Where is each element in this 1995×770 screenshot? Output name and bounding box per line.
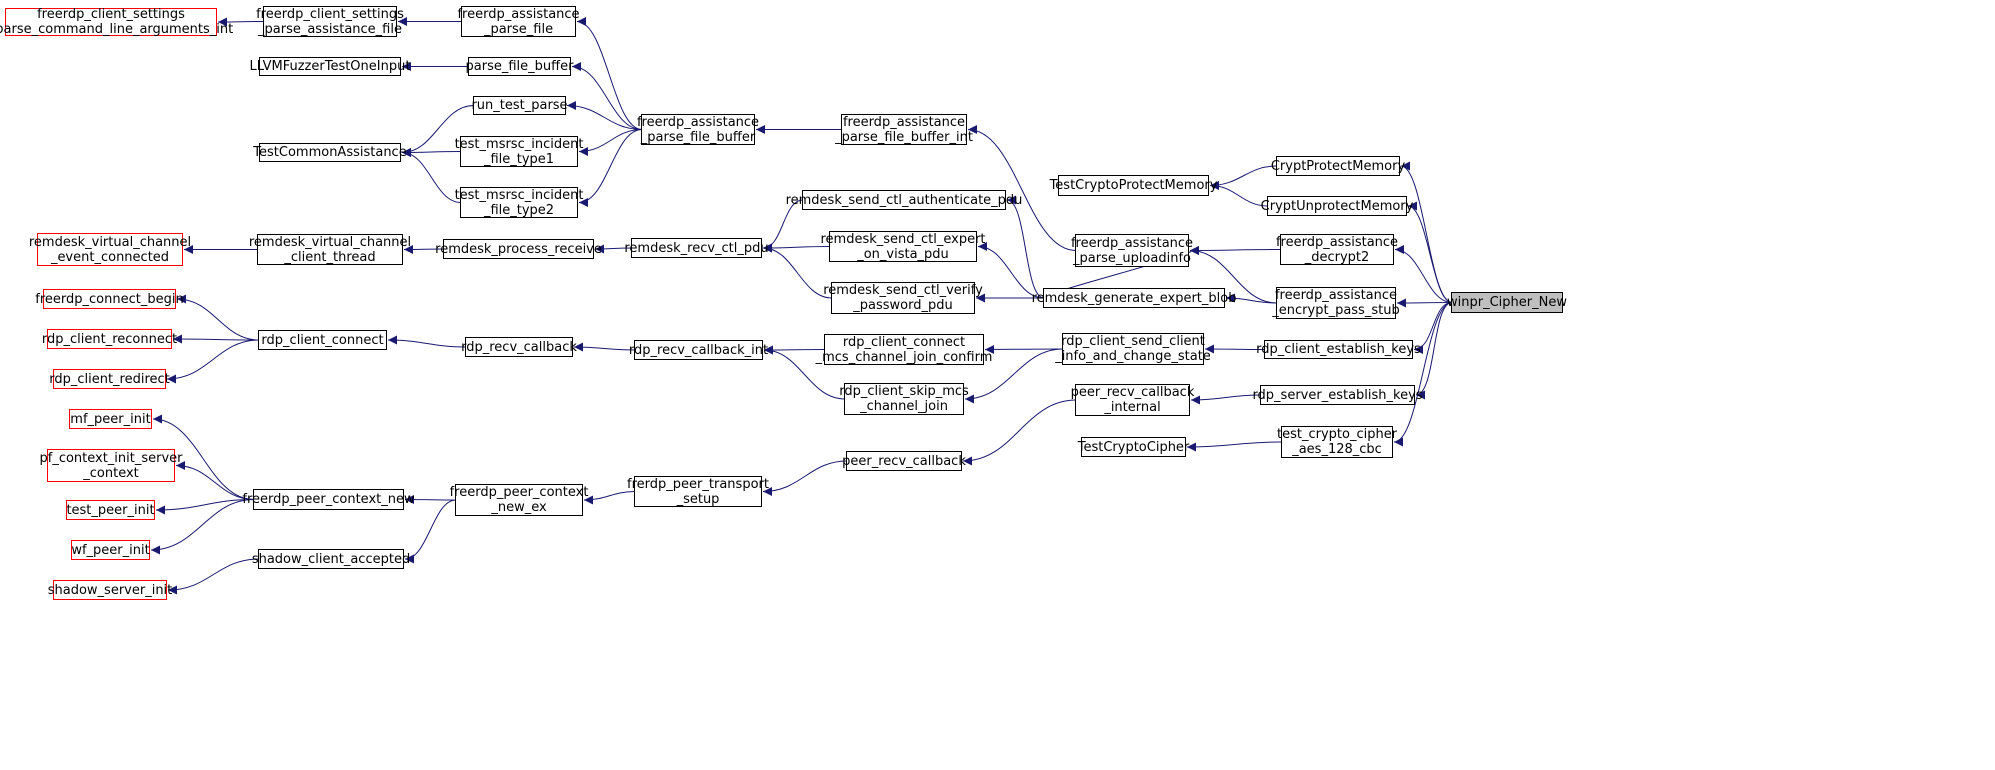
edge-remdesk-gen-blob-to-remdesk-send-auth [1006, 195, 1045, 299]
edge-rdp-recv-callback-int-to-rdp-recv-callback [573, 342, 636, 352]
node-run-test-parse[interactable]: run_test_parse [471, 96, 568, 115]
edge-rdp-recv-callback-to-rdp-client-connect [387, 335, 467, 348]
node-test-common-assist[interactable]: TestCommonAssistance [253, 143, 407, 162]
node-shadow-server-init[interactable]: shadow_server_init [48, 580, 172, 600]
edge-rdp-client-connect-to-rdp-client-redirect [166, 339, 260, 384]
edge-fa-encrypt-pass-to-remdesk-gen-blob [1225, 293, 1278, 304]
node-peer-recv-cb-internal[interactable]: peer_recv_callback _internal [1070, 384, 1195, 416]
edge-crypt-unprotect-to-test-crypto-protect [1209, 181, 1269, 207]
node-rdp-client-reconnect[interactable]: rdp_client_reconnect [42, 329, 177, 349]
node-pf-context-init[interactable]: pf_context_init_server _context [39, 449, 183, 482]
node-remdesk-process-receive[interactable]: remdesk_process_receive [435, 239, 602, 259]
node-wf-peer-init[interactable]: wf_peer_init [71, 540, 150, 560]
node-parse-file-buffer[interactable]: parse_file_buffer [465, 57, 574, 76]
node-rdp-recv-callback[interactable]: rdp_recv_callback [461, 337, 577, 357]
node-fa-encrypt-pass[interactable]: freerdp_assistance _encrypt_pass_stub [1272, 287, 1400, 319]
node-fa-parse-file-buffer[interactable]: freerdp_assistance _parse_file_buffer [636, 114, 760, 145]
node-rdp-client-connect[interactable]: rdp_client_connect [258, 330, 387, 350]
node-mf-peer-init[interactable]: mf_peer_init [69, 409, 152, 429]
node-remdesk-vc-thread[interactable]: remdesk_virtual_channel _client_thread [248, 234, 412, 265]
edge-winpr-cipher-new-to-rdp-server-establish [1415, 302, 1453, 400]
edge-fa-parse-file-buffer-to-fa-parse-file [576, 17, 643, 130]
edge-fa-encrypt-pass-to-fa-parse-uploadinfo [1189, 246, 1278, 304]
node-remdesk-gen-blob[interactable]: remdesk_generate_expert_blob [1032, 288, 1236, 308]
node-rdp-client-send-info[interactable]: rdp_client_send_client _info_and_change_… [1055, 333, 1211, 365]
edge-fa-parse-file-buffer-to-run-test-parse [566, 101, 643, 130]
node-test-msrsc1[interactable]: test_msrsc_incident _file_type1 [454, 136, 584, 167]
node-fa-parse-file[interactable]: freerdp_assistance _parse_file [457, 6, 580, 37]
edge-remdesk-recv-ctl-to-remdesk-process-receive [594, 244, 633, 254]
edge-fa-parse-file-buffer-to-test-msrsc1 [578, 129, 643, 156]
edge-remdesk-process-receive-to-remdesk-vc-thread [403, 244, 445, 254]
node-remdesk-send-verify[interactable]: remdesk_send_ctl_verify _password_pdu [823, 282, 983, 314]
edge-fa-decrypt2-to-fa-parse-uploadinfo [1189, 245, 1282, 255]
edge-remdesk-send-verify-to-remdesk-recv-ctl [762, 243, 833, 299]
edge-rdp-client-skip-mcs-to-rdp-recv-callback-int [763, 345, 846, 400]
node-fcs-assist[interactable]: freerdp_client_settings _parse_assistanc… [256, 6, 404, 37]
edge-crypt-protect-to-test-crypto-protect [1209, 165, 1278, 190]
edge-winpr-cipher-new-to-test-crypto-cipher-aes [1393, 302, 1453, 447]
edge-fcs-assist-to-fcs-cmdline [217, 17, 265, 27]
edge-test-crypto-cipher-aes-to-test-crypto-cipher-prog [1186, 441, 1283, 452]
node-winpr-cipher-new: winpr_Cipher_New [1447, 292, 1567, 313]
node-freerdp-peer-ctx-new[interactable]: freerdp_peer_context_new [242, 489, 415, 510]
node-rdp-client-redirect[interactable]: rdp_client_redirect [49, 369, 170, 389]
edge-winpr-cipher-new-to-crypt-unprotect [1407, 201, 1453, 303]
edge-winpr-cipher-new-to-fa-decrypt2 [1394, 245, 1453, 303]
node-fa-decrypt2[interactable]: freerdp_assistance _decrypt2 [1275, 234, 1399, 265]
edge-fa-parse-file-buffer-to-parse-file-buffer [571, 62, 643, 130]
edge-peer-recv-callback-to-freerdp-peer-transport [762, 460, 848, 496]
node-fa-parse-uploadinfo[interactable]: freerdp_assistance _parse_uploadinfo [1070, 234, 1194, 267]
node-test-crypto-cipher-aes[interactable]: test_crypto_cipher _aes_128_cbc [1276, 426, 1398, 458]
edge-winpr-cipher-new-to-rdp-client-establish [1413, 302, 1453, 354]
edge-remdesk-gen-blob-to-remdesk-send-expert [977, 242, 1045, 299]
edge-peer-recv-cb-internal-to-peer-recv-callback [962, 399, 1077, 466]
node-rdp-client-skip-mcs[interactable]: rdp_client_skip_mcs _channel_join [839, 383, 969, 415]
edge-freerdp-peer-ctx-new-to-pf-context-init [175, 461, 255, 500]
node-crypt-unprotect[interactable]: CryptUnprotectMemory [1261, 196, 1413, 216]
edge-rdp-server-establish-to-peer-recv-cb-internal [1190, 394, 1262, 405]
edge-freerdp-peer-ctx-new-ex-to-shadow-client-accepted [404, 499, 457, 564]
node-test-msrsc2[interactable]: test_msrsc_incident _file_type2 [454, 187, 584, 218]
edge-rdp-client-establish-to-rdp-client-send-info [1204, 344, 1266, 354]
edge-freerdp-peer-ctx-new-to-test-peer-init [155, 499, 255, 515]
node-llvm-fuzzer[interactable]: LLVMFuzzerTestOneInput [249, 57, 411, 76]
edge-fa-parse-uploadinfo-to-fa-parse-file-buffer-int [967, 125, 1077, 251]
node-remdesk-send-auth[interactable]: remdesk_send_ctl_authenticate_pdu [786, 190, 1022, 210]
node-shadow-client-accepted[interactable]: shadow_client_accepted [252, 549, 410, 569]
edge-winpr-cipher-new-to-fa-encrypt-pass [1396, 298, 1453, 308]
edge-test-msrsc2-to-test-common-assist [401, 148, 462, 203]
node-remdesk-send-expert[interactable]: remdesk_send_ctl_expert _on_vista_pdu [820, 231, 986, 262]
edge-rdp-client-connect-to-rdp-client-reconnect [172, 334, 260, 344]
node-crypt-protect[interactable]: CryptProtectMemory [1271, 156, 1405, 176]
node-freerdp-peer-transport[interactable]: frerdp_peer_transport _setup [627, 476, 769, 507]
edge-winpr-cipher-new-to-crypt-protect [1400, 161, 1453, 303]
node-remdesk-recv-ctl[interactable]: remdesk_recv_ctl_pdu [624, 238, 769, 258]
node-test-crypto-protect[interactable]: TestCryptoProtectMemory [1050, 175, 1217, 196]
node-fa-parse-file-buffer-int[interactable]: freerdp_assistance _parse_file_buffer_in… [835, 114, 973, 145]
edge-freerdp-peer-ctx-new-to-wf-peer-init [150, 499, 255, 555]
edge-fa-parse-file-buffer-to-test-msrsc2 [578, 129, 643, 207]
node-freerdp-connect-begin[interactable]: freerdp_connect_begin [35, 289, 184, 309]
node-fcs-cmdline[interactable]: freerdp_client_settings _parse_command_l… [0, 7, 234, 37]
node-rdp-client-connect-mcs[interactable]: rdp_client_connect _mcs_channel_join_con… [815, 334, 993, 365]
edge-freerdp-peer-ctx-new-to-mf-peer-init [152, 414, 255, 500]
node-rdp-server-establish[interactable]: rdp_server_establish_keys [1252, 385, 1423, 405]
node-rdp-client-establish[interactable]: rdp_client_establish_keys [1256, 340, 1421, 359]
node-peer-recv-callback[interactable]: peer_recv_callback [842, 451, 966, 471]
edge-run-test-parse-to-test-common-assist [401, 105, 475, 157]
edge-rdp-client-send-info-to-rdp-client-connect-mcs [984, 344, 1064, 354]
edge-rdp-client-send-info-to-rdp-client-skip-mcs [964, 348, 1064, 404]
node-freerdp-peer-ctx-new-ex[interactable]: freerdp_peer_context _new_ex [449, 484, 589, 516]
node-rdp-recv-callback-int[interactable]: rdp_recv_callback_int [629, 340, 768, 360]
node-test-peer-init[interactable]: test_peer_init [66, 500, 155, 520]
edge-freerdp-peer-transport-to-freerdp-peer-ctx-new-ex [583, 491, 636, 505]
node-remdesk-vc-event[interactable]: remdesk_virtual_channel _event_connected [28, 233, 192, 266]
edge-freerdp-peer-ctx-new-ex-to-freerdp-peer-ctx-new [404, 495, 457, 505]
edge-shadow-client-accepted-to-shadow-server-init [167, 558, 260, 595]
node-test-crypto-cipher-prog[interactable]: TestCryptoCipher [1078, 437, 1189, 457]
edge-rdp-client-connect-to-freerdp-connect-begin [176, 294, 260, 341]
